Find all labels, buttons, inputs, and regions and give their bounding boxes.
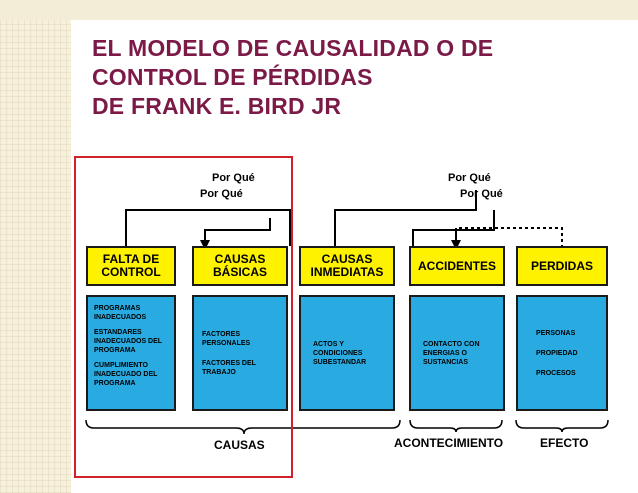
box-accidentes: ACCIDENTES [409, 246, 505, 286]
brace-acontecimiento [409, 419, 503, 433]
why-label-left-2: Por Qué [200, 188, 243, 200]
connector-dashed [455, 227, 563, 246]
detail-falta-item-1: PROGRAMAS INADECUADOS [94, 305, 147, 321]
box-inmediatas-label-2: INMEDIATAS [310, 265, 384, 279]
box-falta-label-2: CONTROL [101, 265, 161, 279]
box-falta-de-control: FALTA DE CONTROL [86, 246, 176, 286]
brace-efecto [515, 419, 609, 433]
highlight-frame [74, 156, 293, 478]
detail-basicas-item-1: FACTORES PERSONALES [202, 330, 251, 347]
decorative-top-strip [0, 0, 638, 20]
connector-why-left-outer [125, 209, 291, 246]
group-label-efecto: EFECTO [540, 436, 589, 450]
detail-accidentes-item-1: CONTACTO CON ENERGIAS O SUSTANCIAS [423, 340, 480, 366]
box-basicas-label-1: CAUSAS [214, 252, 266, 266]
detail-accidentes: CONTACTO CON ENERGIAS O SUSTANCIAS [409, 295, 505, 411]
box-basicas-label-2: BÁSICAS [212, 265, 267, 279]
page-title: EL MODELO DE CAUSALIDAD O DE CONTROL DE … [92, 34, 612, 121]
detail-falta-item-3: CUMPLIMIENTO INADECUADO DEL PROGRAMA [94, 362, 158, 387]
group-label-causas: CAUSAS [214, 438, 265, 452]
why-label-right-2: Por Qué [460, 188, 503, 200]
why-label-right-1: Por Qué [448, 172, 491, 184]
brace-causas [85, 419, 401, 435]
title-line-2: CONTROL DE PÉRDIDAS [92, 64, 373, 90]
detail-basicas-item-2: FACTORES DEL TRABAJO [202, 359, 256, 376]
detail-causas-inmediatas: ACTOS Y CONDICIONES SUBESTANDAR [299, 295, 395, 411]
detail-falta-item-2: ESTANDARES INADECUADOS DEL PROGRAMA [94, 329, 162, 354]
box-falta-label-1: FALTA DE [102, 252, 160, 266]
detail-perdidas-item-2: PROPIEDAD [536, 349, 578, 357]
detail-perdidas-item-1: PERSONAS [536, 329, 576, 337]
detail-falta-de-control: PROGRAMAS INADECUADOS ESTANDARES INADECU… [86, 295, 176, 411]
detail-causas-basicas: FACTORES PERSONALES FACTORES DEL TRABAJO [192, 295, 288, 411]
box-causas-inmediatas: CAUSAS INMEDIATAS [299, 246, 395, 286]
title-line-1: EL MODELO DE CAUSALIDAD O DE [92, 35, 494, 61]
connector-why-right-inner [412, 210, 495, 246]
group-label-acontecimiento: ACONTECIMIENTO [394, 436, 504, 450]
decorative-left-strip [0, 0, 71, 493]
connector-why-right-outer [334, 190, 477, 246]
box-causas-basicas: CAUSAS BÁSICAS [192, 246, 288, 286]
why-label-left-1: Por Qué [212, 172, 255, 184]
box-inmediatas-label-1: CAUSAS [321, 252, 373, 266]
title-line-3: DE FRANK E. BIRD JR [92, 93, 342, 119]
detail-perdidas: PERSONAS PROPIEDAD PROCESOS [516, 295, 608, 411]
box-perdidas-label-1: PERDIDAS [530, 258, 593, 273]
detail-inmediatas-item-1: ACTOS Y CONDICIONES SUBESTANDAR [313, 340, 367, 366]
box-perdidas: PERDIDAS [516, 246, 608, 286]
box-accidentes-label-1: ACCIDENTES [417, 258, 496, 273]
detail-perdidas-item-3: PROCESOS [536, 369, 576, 377]
